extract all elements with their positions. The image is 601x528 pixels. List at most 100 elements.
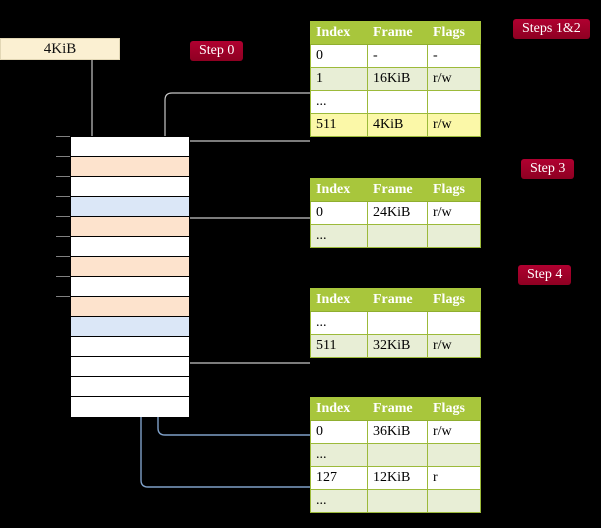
cell-flags xyxy=(427,489,481,513)
wire-table2-to-memory xyxy=(177,217,310,262)
column-header-frame: Frame xyxy=(367,288,428,312)
cell-index: 0 xyxy=(310,201,368,225)
cell-index: 127 xyxy=(310,466,368,490)
table-header-row: Index Frame Flags xyxy=(310,178,481,202)
column-header-index: Index xyxy=(310,288,368,312)
cell-flags: r/w xyxy=(427,334,481,358)
memory-row xyxy=(71,157,189,177)
column-header-flags: Flags xyxy=(427,178,481,202)
table-row: 1 16KiB r/w xyxy=(310,67,481,91)
cell-index: 1 xyxy=(310,67,368,91)
column-header-index: Index xyxy=(310,21,368,45)
memory-row xyxy=(71,317,189,337)
column-header-flags: Flags xyxy=(427,288,481,312)
page-table-level-2: Index Frame Flags 0 24KiB r/w ... xyxy=(310,178,481,248)
column-header-index: Index xyxy=(310,397,368,421)
cell-flags: - xyxy=(427,44,481,68)
memory-row xyxy=(71,217,189,237)
cell-frame xyxy=(367,224,428,248)
table-row: ... xyxy=(310,90,481,114)
memory-row xyxy=(71,277,189,297)
memory-row xyxy=(71,377,189,397)
cell-frame: 12KiB xyxy=(367,466,428,490)
wire-table4-row0-to-memory xyxy=(151,328,310,436)
cell-flags xyxy=(427,90,481,114)
table-row: 0 - - xyxy=(310,44,481,68)
column-header-index: Index xyxy=(310,178,368,202)
memory-row xyxy=(71,397,189,417)
column-header-flags: Flags xyxy=(427,21,481,45)
column-header-frame: Frame xyxy=(367,21,428,45)
table2-edge-marker xyxy=(482,217,485,220)
memory-tick xyxy=(56,276,70,277)
table-row: 511 32KiB r/w xyxy=(310,334,481,358)
cell-frame xyxy=(367,90,428,114)
step-badge-step-0: Step 0 xyxy=(190,41,244,61)
column-header-frame: Frame xyxy=(367,178,428,202)
table-row: ... xyxy=(310,224,481,248)
table-row: ... xyxy=(310,489,481,513)
wire-table4-row127-to-memory xyxy=(134,208,310,488)
table-row: ... xyxy=(310,443,481,467)
memory-row xyxy=(71,257,189,277)
memory-tick xyxy=(56,216,70,217)
cell-flags: r/w xyxy=(427,113,481,137)
table-row: 127 12KiB r xyxy=(310,466,481,490)
memory-row xyxy=(71,177,189,197)
memory-row xyxy=(71,337,189,357)
memory-tick xyxy=(56,236,70,237)
physical-memory-column xyxy=(70,136,190,417)
table-row: 0 24KiB r/w xyxy=(310,201,481,225)
column-header-frame: Frame xyxy=(367,397,428,421)
step-badge-step-4: Step 4 xyxy=(518,265,572,285)
cell-index: 0 xyxy=(310,44,368,68)
memory-row xyxy=(71,197,189,217)
cell-frame xyxy=(367,443,428,467)
cell-frame xyxy=(367,489,428,513)
page-table-level-4: Index Frame Flags 0 36KiB r/w ... 127 12… xyxy=(310,397,481,513)
kib-box: 4KiB xyxy=(0,38,120,60)
wire-step0-descend xyxy=(164,92,310,159)
cell-index: ... xyxy=(310,443,368,467)
cell-flags: r/w xyxy=(427,201,481,225)
cell-index: 511 xyxy=(310,113,368,137)
memory-row xyxy=(71,357,189,377)
memory-row xyxy=(71,237,189,257)
memory-tick xyxy=(56,296,70,297)
step-badge-steps-1-2: Steps 1&2 xyxy=(513,19,590,39)
cell-index: ... xyxy=(310,489,368,513)
cell-index: ... xyxy=(310,90,368,114)
cell-flags: r xyxy=(427,466,481,490)
memory-tick xyxy=(56,196,70,197)
table-header-row: Index Frame Flags xyxy=(310,21,481,45)
table-header-row: Index Frame Flags xyxy=(310,397,481,421)
table-row: 0 36KiB r/w xyxy=(310,420,481,444)
table-header-row: Index Frame Flags xyxy=(310,288,481,312)
cell-frame: 24KiB xyxy=(367,201,428,225)
table-row: ... xyxy=(310,311,481,335)
memory-row xyxy=(71,137,189,157)
table1-edge-marker xyxy=(482,140,485,143)
memory-tick xyxy=(56,176,70,177)
cell-frame: 4KiB xyxy=(367,113,428,137)
cell-frame: 36KiB xyxy=(367,420,428,444)
cell-frame: - xyxy=(367,44,428,68)
memory-tick xyxy=(56,256,70,257)
page-table-level-3: Index Frame Flags ... 511 32KiB r/w xyxy=(310,288,481,358)
cell-flags xyxy=(427,224,481,248)
cell-flags xyxy=(427,443,481,467)
table-row: 511 4KiB r/w xyxy=(310,113,481,137)
cell-flags: r/w xyxy=(427,420,481,444)
cell-frame xyxy=(367,311,428,335)
column-header-flags: Flags xyxy=(427,397,481,421)
page-table-level-1: Index Frame Flags 0 - - 1 16KiB r/w ... … xyxy=(310,21,481,137)
memory-row xyxy=(71,297,189,317)
cell-index: 511 xyxy=(310,334,368,358)
cell-flags xyxy=(427,311,481,335)
cell-index: 0 xyxy=(310,420,368,444)
memory-tick xyxy=(56,156,70,157)
cell-frame: 16KiB xyxy=(367,67,428,91)
cell-frame: 32KiB xyxy=(367,334,428,358)
cell-index: ... xyxy=(310,224,368,248)
